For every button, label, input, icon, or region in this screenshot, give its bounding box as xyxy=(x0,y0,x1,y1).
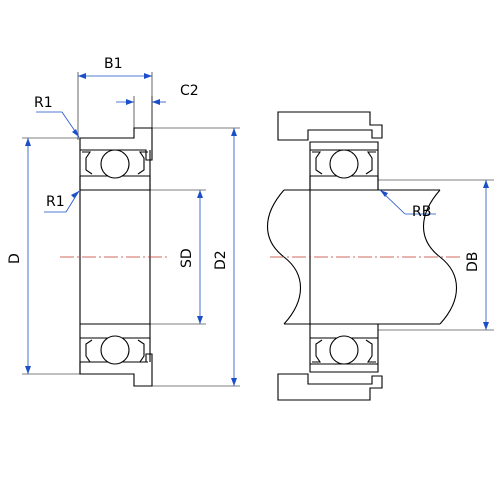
mounted-outer-ring-top xyxy=(309,141,379,151)
label-d: D xyxy=(7,253,23,264)
housing-top xyxy=(277,111,383,141)
mounting-view xyxy=(266,111,462,401)
seal-top-right xyxy=(137,151,148,175)
ball-bottom xyxy=(100,335,130,365)
radius-r1-inner: R1 xyxy=(44,190,80,213)
dimension-c2: C2 xyxy=(116,83,199,130)
mounted-outer-ring-bottom xyxy=(309,363,379,373)
dimension-d: D xyxy=(7,137,80,375)
label-rb: RB xyxy=(412,204,431,220)
mounted-ball-top xyxy=(329,149,359,179)
dimension-b1: B1 xyxy=(77,56,153,140)
mounted-ball-bottom xyxy=(329,335,359,365)
dimension-d2: D2 xyxy=(152,127,240,387)
label-d2: D2 xyxy=(213,250,229,270)
label-db: DB xyxy=(465,252,481,272)
dimension-sd: SD xyxy=(150,189,206,325)
shaft-break-right xyxy=(422,189,458,325)
seal-top-left xyxy=(82,151,93,175)
radius-r1-top: R1 xyxy=(34,95,80,138)
label-r1-top: R1 xyxy=(34,95,53,111)
label-sd: SD xyxy=(179,248,195,268)
label-c2: C2 xyxy=(180,83,199,99)
seal-bottom-right xyxy=(137,339,148,363)
label-b1: B1 xyxy=(104,56,123,72)
seal-bottom-left xyxy=(82,339,93,363)
radius-rb: RB xyxy=(379,189,436,220)
label-r1-inner: R1 xyxy=(46,194,65,210)
dimension-db: DB xyxy=(378,179,494,331)
bearing-section-view xyxy=(60,127,170,387)
ball-top xyxy=(100,149,130,179)
housing-bottom xyxy=(277,373,383,401)
